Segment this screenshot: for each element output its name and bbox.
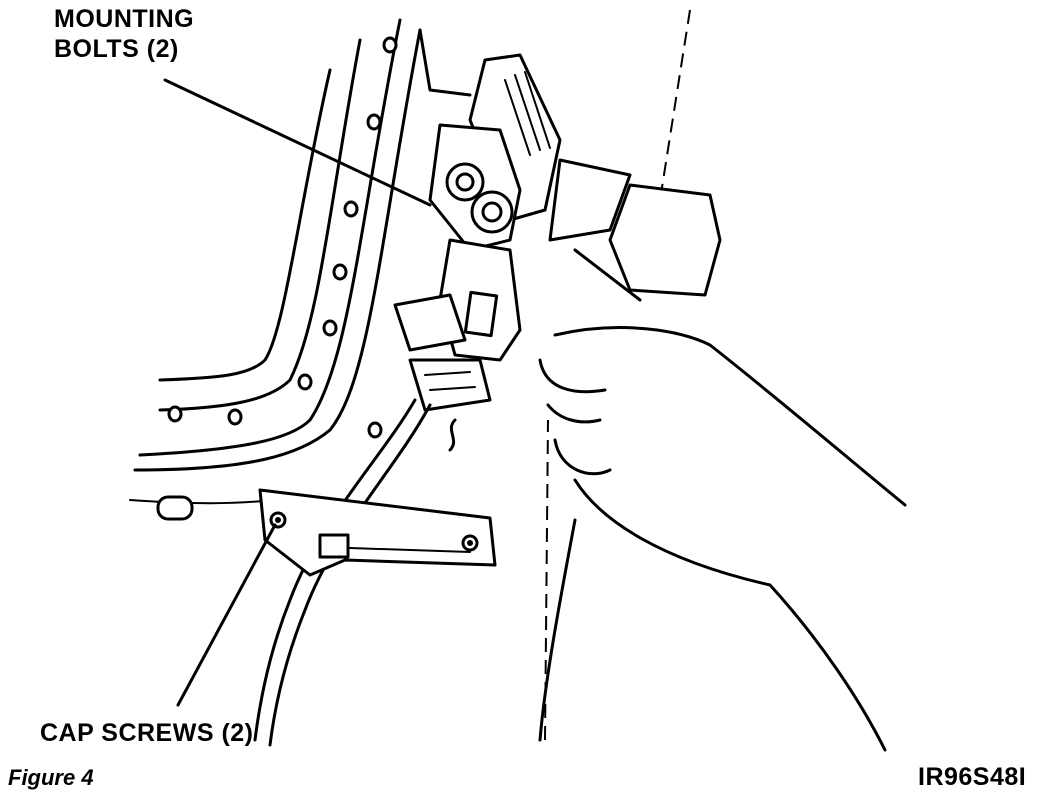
door-frame: [129, 9, 691, 742]
cap-screws-callout: CAP SCREWS (2): [40, 719, 254, 747]
figure-caption: Figure 4: [8, 765, 94, 790]
illustration-code: IR96S48I: [918, 763, 1027, 791]
frame-holes: [156, 36, 398, 521]
mounting-bolts-callout: MOUNTING BOLTS (2): [54, 4, 194, 64]
mounting-bracket: [393, 123, 522, 452]
leader-lines: [163, 78, 432, 707]
mounting-bolts-line-2: BOLTS (2): [54, 35, 179, 63]
mounting-bolts-line-1: MOUNTING: [54, 5, 195, 33]
cable: [253, 398, 432, 747]
seat-belt-webbing: [468, 53, 722, 302]
lower-bracket: [258, 488, 497, 577]
hand: [538, 326, 907, 752]
